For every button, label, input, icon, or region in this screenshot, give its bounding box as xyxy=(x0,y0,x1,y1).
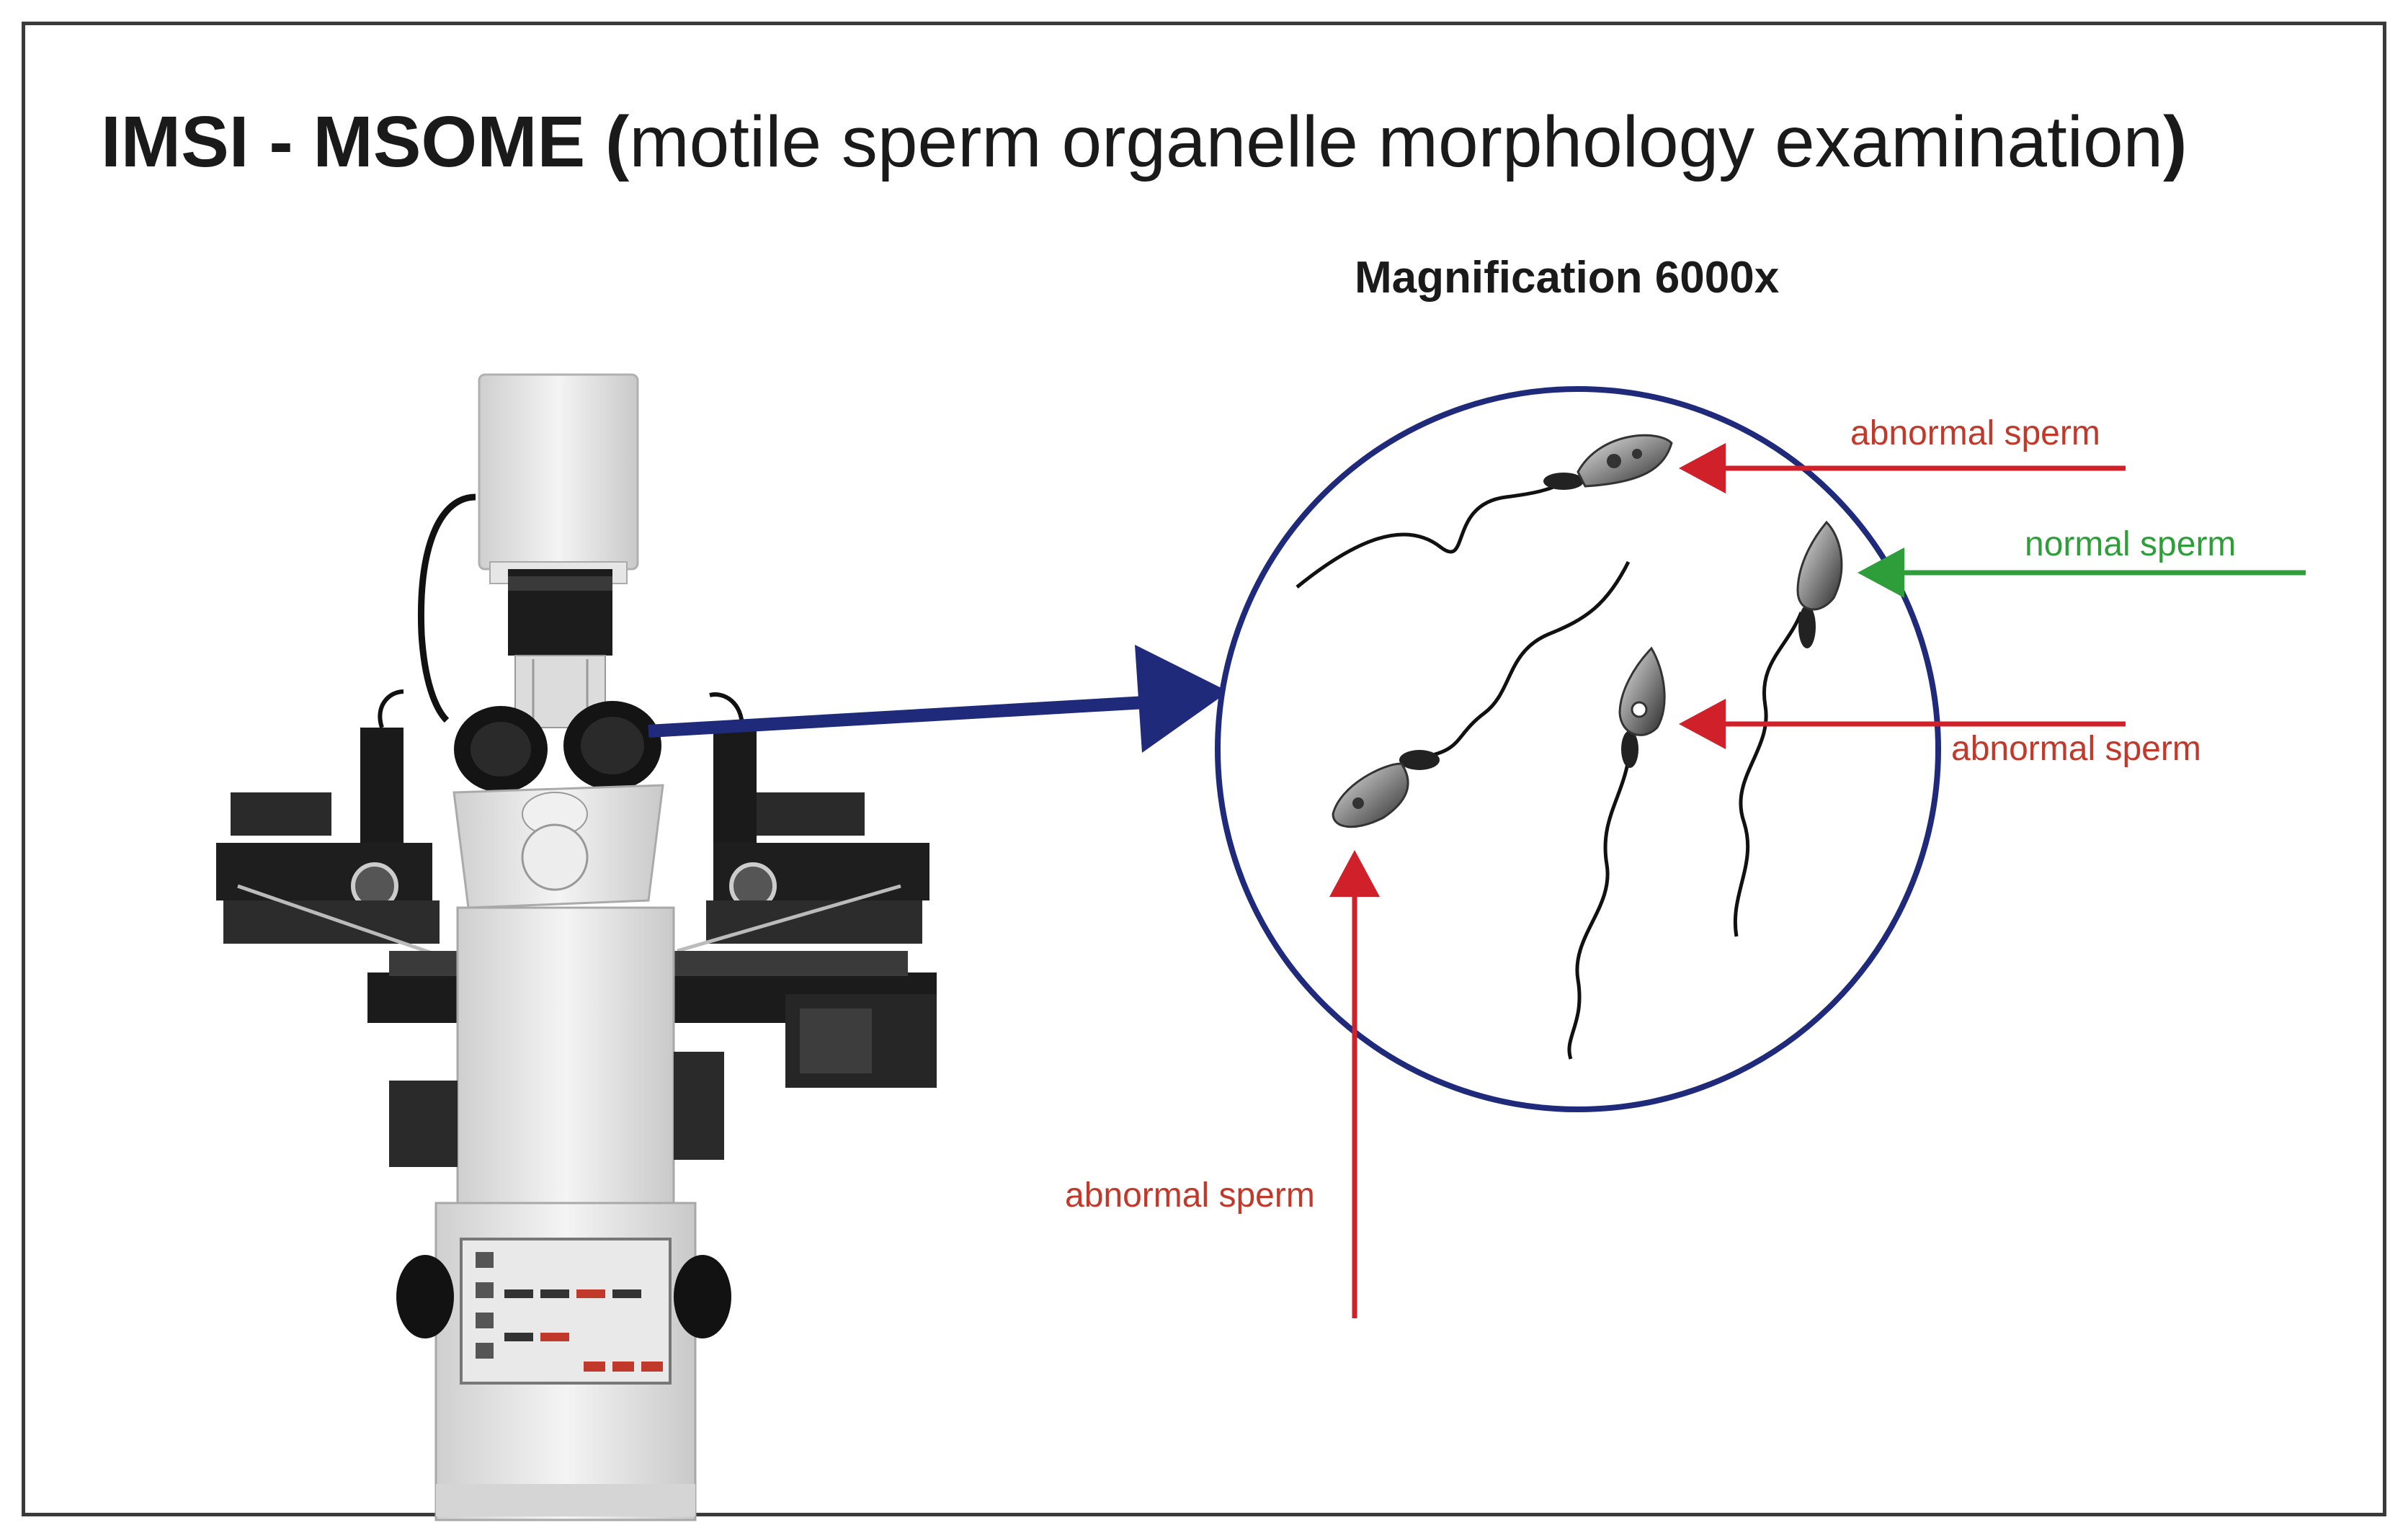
touchscreen-display xyxy=(460,1238,672,1385)
sperm-normal xyxy=(1733,520,1843,937)
magnification-circle xyxy=(1215,386,1941,1112)
arrow-normal xyxy=(1858,547,2306,598)
label-normal: normal sperm xyxy=(2025,525,2237,563)
title-main: IMSI - MSOME ( xyxy=(101,102,630,182)
microscope-cable xyxy=(417,493,476,723)
focus-knob-right xyxy=(674,1255,731,1338)
magnification-pointer-arrow xyxy=(648,645,1228,753)
sperm-abnormal-bottom xyxy=(1332,560,1631,828)
arrow-abnormal-top xyxy=(1679,443,2126,493)
sperm-abnormal-middle xyxy=(1567,646,1666,1060)
figure-title: IMSI - MSOME (motile sperm organelle mor… xyxy=(101,101,2187,184)
microscope-lamp-housing xyxy=(478,373,639,571)
label-abnormal-top: abnormal sperm xyxy=(1850,414,2100,452)
micromanipulator-right xyxy=(677,692,929,953)
microscope-icon xyxy=(216,373,937,1521)
sperm-abnormal-top xyxy=(1296,434,1673,589)
micromanipulator-left xyxy=(216,689,447,960)
title-subtitle: motile sperm organelle morphology examin… xyxy=(629,102,2164,182)
label-abnormal-bottom: abnormal sperm xyxy=(1065,1176,1315,1215)
arrow-abnormal-middle xyxy=(1679,699,2126,749)
label-abnormal-middle: abnormal sperm xyxy=(1951,730,2201,768)
arrow-abnormal-bottom xyxy=(1329,850,1380,1318)
microscope-body xyxy=(456,906,675,1212)
title-close: ) xyxy=(2163,102,2188,182)
magnification-label: Magnification 6000x xyxy=(1355,253,1780,303)
focus-knob-left xyxy=(396,1255,454,1338)
